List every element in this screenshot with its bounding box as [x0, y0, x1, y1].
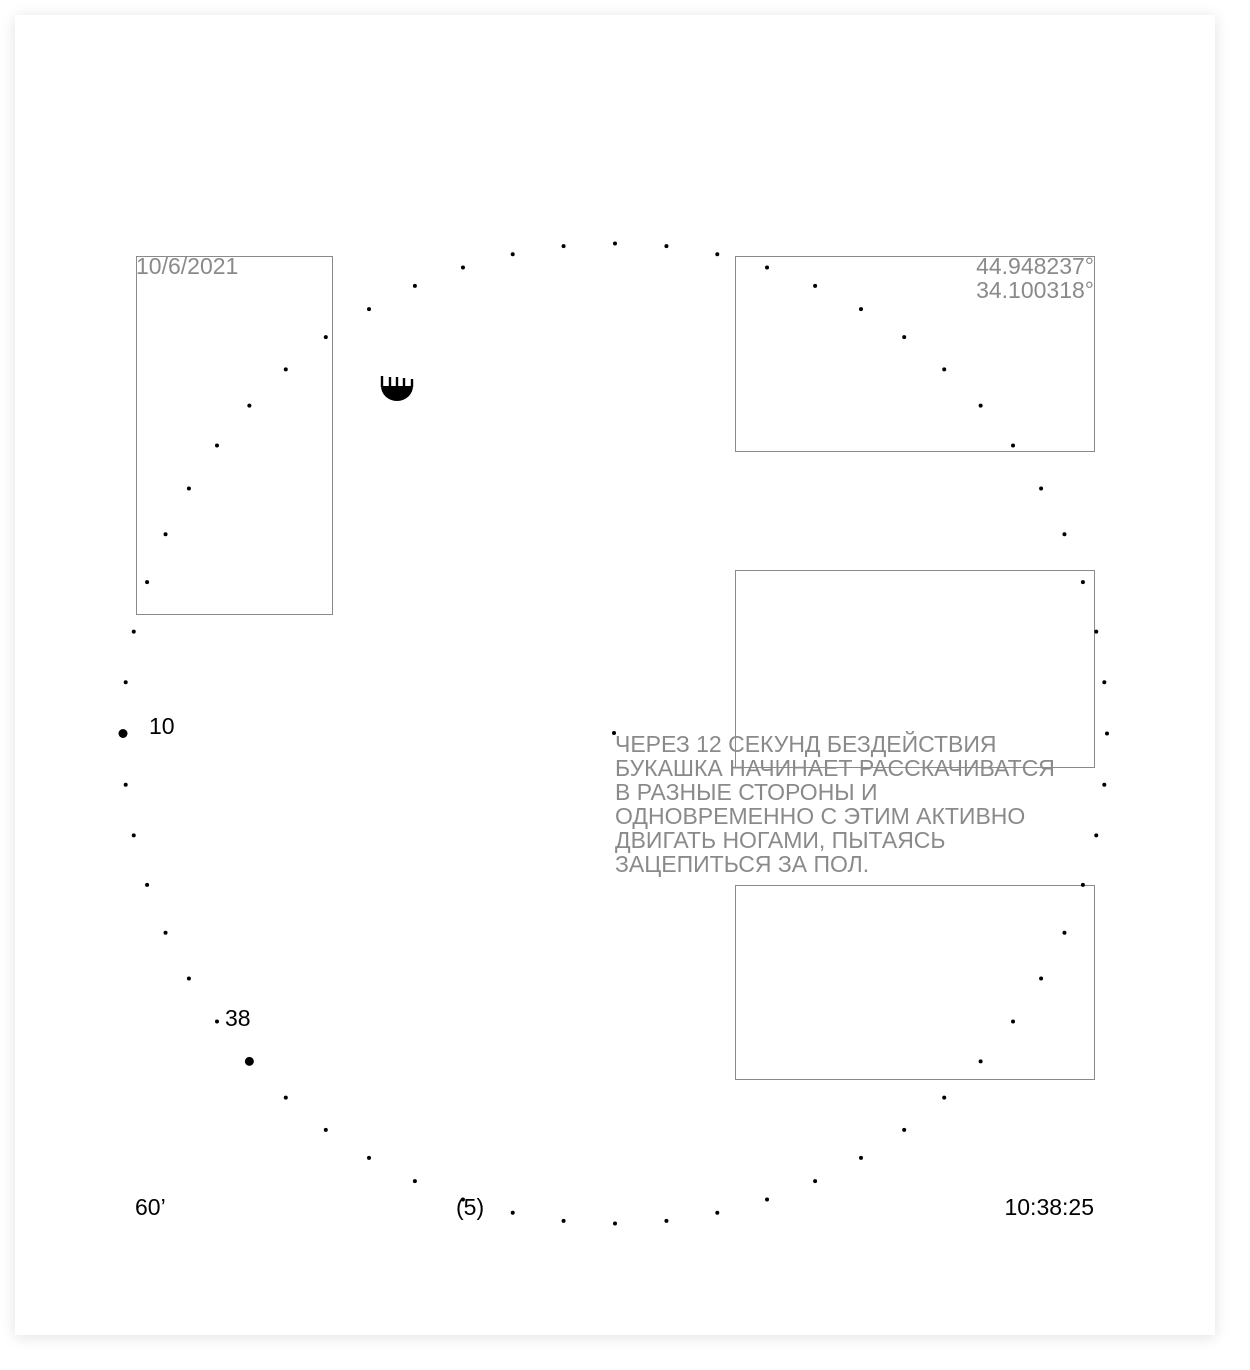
dial-marker-dot	[244, 1056, 254, 1066]
dial-dot	[214, 443, 219, 448]
bug-icon	[380, 376, 414, 401]
frame-bottom	[735, 885, 1095, 1080]
dial-dot	[412, 283, 417, 288]
dial-dot	[902, 1127, 907, 1132]
dial-dot	[1094, 833, 1099, 838]
dial-dot	[1102, 680, 1107, 685]
dial-dot	[664, 244, 669, 249]
dial-dot	[1039, 486, 1044, 491]
dial-dot	[1062, 532, 1067, 537]
dial-dot	[978, 1059, 983, 1064]
dial-dot	[765, 265, 770, 270]
dial-dot	[510, 1210, 515, 1215]
frame-date	[136, 256, 333, 615]
dial-dot	[131, 833, 136, 838]
time-label: 10:38:25	[1004, 1194, 1094, 1220]
dial-dot	[412, 1179, 417, 1184]
dial-dot	[186, 486, 191, 491]
dial-dot	[1102, 782, 1107, 787]
dial-dot	[123, 680, 128, 685]
duration-label: 60’	[135, 1194, 166, 1220]
date-label: 10/6/2021	[136, 253, 239, 279]
card	[15, 15, 1215, 1335]
coordinates: 44.948237° 34.100318°	[976, 254, 1094, 302]
dial-dot	[1080, 882, 1085, 887]
frame-middle	[735, 570, 1095, 768]
dial-dot	[283, 367, 288, 372]
dial-dot	[145, 580, 150, 585]
dial-dot	[367, 307, 371, 312]
dial-dot	[1011, 1019, 1016, 1024]
dial-dot	[1039, 976, 1044, 981]
dial-dot	[813, 283, 818, 288]
frame-coordinates	[735, 256, 1095, 452]
dial-dot	[123, 782, 128, 787]
dial-dot	[765, 1197, 770, 1202]
dial-dot	[145, 882, 150, 887]
dial-dot	[247, 403, 252, 408]
dial-dot	[859, 1155, 863, 1160]
latitude: 44.948237°	[976, 253, 1094, 279]
dial-dot	[1094, 629, 1099, 634]
marker-label-38: 38	[225, 1005, 251, 1031]
dial-dot	[1011, 443, 1016, 448]
dial-marker-dot	[118, 729, 128, 738]
dial-dot	[214, 1019, 219, 1024]
dial-dot	[186, 976, 191, 981]
dial-dot	[715, 1210, 720, 1215]
marker-label-10: 10	[149, 713, 175, 739]
dial-dot	[460, 265, 465, 270]
dial-dot	[367, 1155, 371, 1160]
longitude: 34.100318°	[976, 277, 1094, 303]
dial-dot	[902, 335, 907, 340]
dial-dot	[664, 1218, 669, 1223]
dial-dot	[715, 252, 720, 257]
dial-dot	[323, 1127, 328, 1132]
count-label: (5)	[456, 1194, 485, 1220]
dial-dot	[460, 1197, 465, 1202]
dial-dot	[1105, 731, 1109, 736]
description-text: ЧЕРЕЗ 12 СЕКУНД БЕЗДЕЙСТВИЯ БУКАШКА НАЧИ…	[615, 731, 1055, 877]
dial-dot	[859, 307, 863, 312]
dial-dot	[978, 403, 983, 408]
dial-dot	[510, 252, 515, 257]
dial-dot	[613, 1221, 617, 1226]
center-dot	[612, 731, 616, 735]
dial-dot	[942, 1095, 947, 1100]
dial-dot	[131, 629, 136, 634]
dial-dot	[163, 930, 168, 935]
dial-dot	[813, 1179, 818, 1184]
dial-dot	[561, 1218, 566, 1223]
dial-dot	[613, 241, 617, 246]
dial-dot	[1080, 580, 1085, 585]
dial-dot	[942, 367, 947, 372]
dial-dot	[283, 1095, 288, 1100]
dial-dot	[1062, 930, 1067, 935]
dial-dot	[323, 335, 328, 340]
dial-dot	[561, 244, 566, 249]
dial-dot	[163, 532, 168, 537]
